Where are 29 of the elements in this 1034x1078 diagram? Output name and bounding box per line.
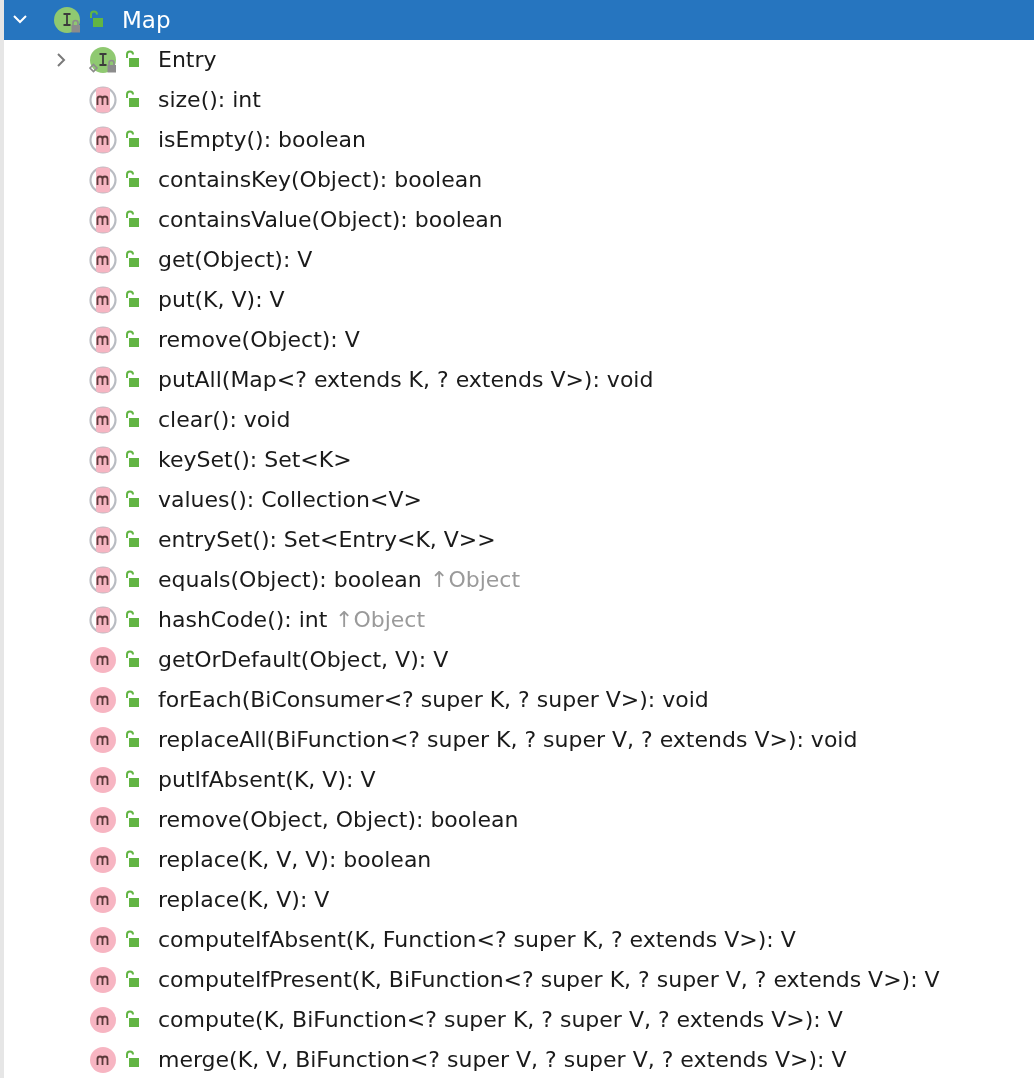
method-signature: containsKey(Object): boolean (158, 167, 483, 193)
method-signature: replaceAll(BiFunction<? super K, ? super V, ? extends V>): void (158, 727, 858, 753)
inherited-from-note: ↑Object (335, 607, 426, 633)
method-signature: replace(K, V): V (158, 887, 330, 913)
method-signature: containsValue(Object): boolean (158, 207, 503, 233)
method-signature: hashCode(): int (158, 607, 328, 633)
method-signature: equals(Object): boolean (158, 567, 422, 593)
inherited-from-note: ↑Object (430, 567, 521, 593)
method-signature: get(Object): V (158, 247, 313, 273)
method-signature: isEmpty(): boolean (158, 127, 367, 153)
method-signature: remove(Object): V (158, 327, 360, 353)
method-signature: merge(K, V, BiFunction<? super V, ? super V, ? extends V>): V (158, 1047, 847, 1073)
method-signature: put(K, V): V (158, 287, 285, 313)
method-signature: computeIfAbsent(K, Function<? super K, ? extends V>): V (158, 927, 796, 953)
method-signature: values(): Collection<V> (158, 487, 422, 513)
method-signature: putAll(Map<? extends K, ? extends V>): void (158, 367, 654, 393)
method-signature: getOrDefault(Object, V): V (158, 647, 449, 673)
method-signature: remove(Object, Object): boolean (158, 807, 519, 833)
method-signature: putIfAbsent(K, V): V (158, 767, 376, 793)
method-signature: keySet(): Set<K> (158, 447, 352, 473)
method-signature: size(): int (158, 87, 261, 113)
method-signature: computeIfPresent(K, BiFunction<? super K, ? super V, ? extends V>): V (158, 967, 940, 993)
method-signature: entrySet(): Set<Entry<K, V>> (158, 527, 496, 553)
method-signature: compute(K, BiFunction<? super K, ? super V, ? extends V>): V (158, 1007, 843, 1033)
method-signature: clear(): void (158, 407, 291, 433)
interface-name: Map (122, 7, 171, 33)
method-signature: forEach(BiConsumer<? super K, ? super V>): void (158, 687, 709, 713)
method-signature: replace(K, V, V): boolean (158, 847, 432, 873)
nested-interface-name: Entry (158, 47, 217, 73)
